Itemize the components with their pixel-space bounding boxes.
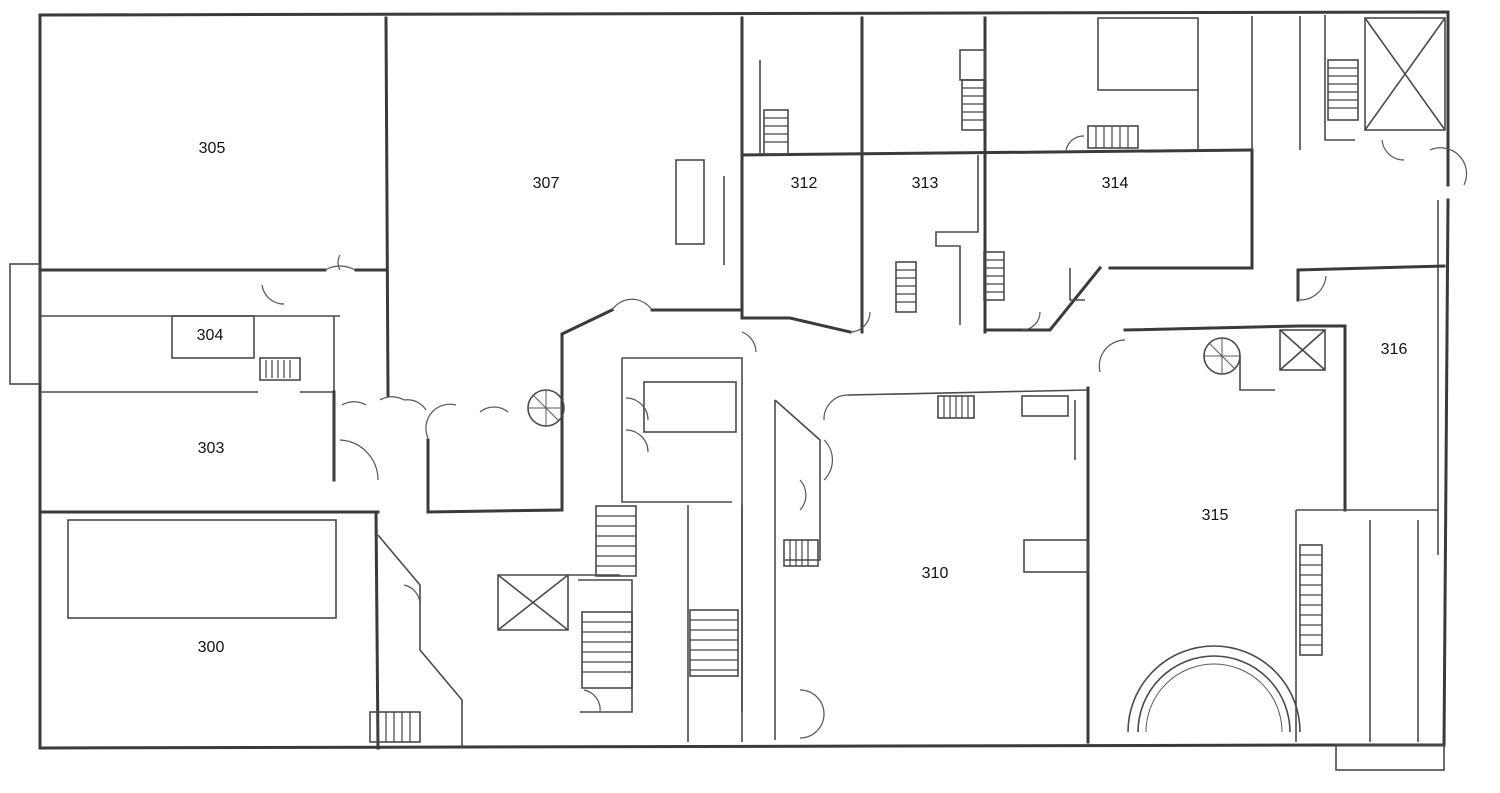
stair-310-west (783, 539, 819, 567)
northeast-walls (740, 16, 1254, 334)
stairs (259, 59, 1359, 743)
stair-central-south (581, 611, 633, 689)
stair-core (689, 609, 739, 677)
room-label-316: 316 (1380, 341, 1408, 358)
stair-313-north (961, 79, 985, 131)
room-label-307: 307 (532, 175, 560, 192)
room-label-303: 303 (197, 440, 225, 457)
room-label-304: 304 (196, 327, 224, 344)
elevator-northeast (1324, 15, 1446, 141)
room-label-314: 314 (1101, 175, 1129, 192)
central-walls (377, 16, 744, 748)
stair-central-north (595, 505, 637, 577)
stair-304 (259, 357, 301, 381)
room-label-313: 313 (911, 175, 939, 192)
stair-314-south (983, 251, 1005, 301)
stair-315 (1299, 544, 1323, 656)
stair-northeast (1327, 59, 1359, 121)
stair-310 (937, 395, 975, 419)
auditorium-arc (1127, 645, 1301, 733)
room-label-300: 300 (197, 639, 225, 656)
room-label-312: 312 (790, 175, 818, 192)
room-label-310: 310 (921, 565, 949, 582)
stair-313-south (895, 261, 917, 313)
spiral-stairs (527, 337, 1241, 427)
outer-walls (9, 10, 1450, 771)
west-wing-walls (38, 16, 390, 750)
door-swings (261, 135, 1468, 739)
east-walls (774, 16, 1446, 744)
room-label-305: 305 (198, 140, 226, 157)
room-label-315: 315 (1201, 507, 1229, 524)
stair-southwest (369, 711, 421, 743)
stair-312 (763, 109, 789, 155)
stair-314-north (1087, 125, 1139, 149)
